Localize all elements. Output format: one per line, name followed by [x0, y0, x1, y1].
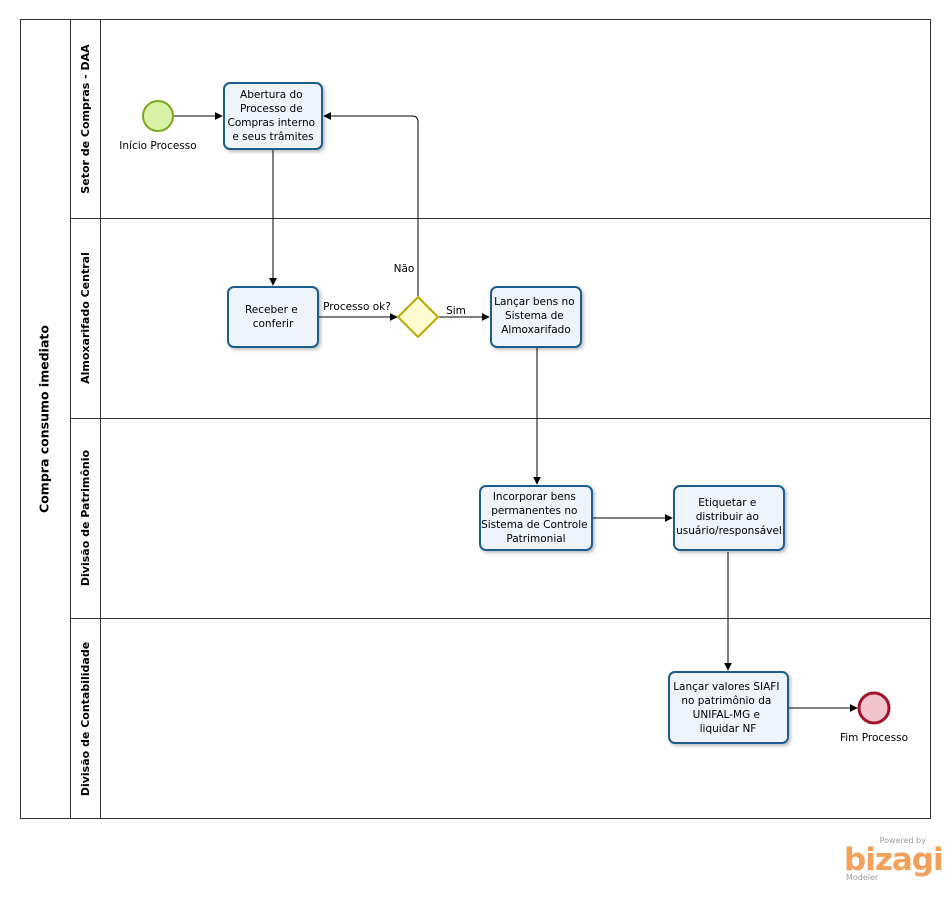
task-lancar-siafi-line: no patrimônio da [681, 695, 771, 707]
end-event[interactable]: Fim Processo [840, 691, 908, 744]
task-lancar-siafi[interactable]: Lançar valores SIAFI no patrimônio da UN… [668, 671, 789, 744]
brand-powered-text: Powered by [879, 836, 926, 845]
task-abertura-line: Compras interno [228, 117, 316, 129]
brand-logo-text: bizagi [844, 842, 944, 878]
svg-text:Lançar bens no Sistema d: Lançar bens no Sistema de Almoxarifado [494, 296, 578, 336]
lane-label-compras: Setor de Compras - DAA [79, 44, 92, 194]
task-incorporar-line: Sistema de Controle [481, 519, 588, 531]
pool-title: Compra consumo imediato [37, 325, 52, 513]
svg-text:Abertura do Processo de: Abertura do Processo de Compras interno … [228, 89, 319, 143]
gateway-yes-label: Sim [446, 305, 466, 317]
brand-sub-text: Modeler [846, 873, 879, 882]
svg-text:Lançar valores SIAFI no: Lançar valores SIAFI no patrimônio da UN… [673, 681, 783, 735]
task-etiquetar-line: usuário/responsável [676, 525, 782, 537]
task-lancar-siafi-line: UNIFAL-MG e [693, 709, 760, 721]
task-abertura-line: Abertura do [240, 89, 303, 101]
task-lancar-siafi-line: Lançar valores SIAFI [673, 681, 779, 693]
svg-text:Etiquetar e distribuir a: Etiquetar e distribuir ao usuário/respon… [676, 497, 782, 537]
task-abertura-line: e seus trâmites [232, 131, 313, 143]
start-event-label: Início Processo [119, 140, 196, 152]
task-receber-line: Receber e [245, 304, 298, 316]
gateway-question-label: Processo ok? [323, 301, 391, 313]
lane-label-patrimonio: Divisão de Patrimônio [79, 449, 92, 586]
lanes: Setor de Compras - DAA Almoxarifado Cent… [70, 44, 931, 796]
task-lancar-bens-line: Sistema de [505, 310, 564, 322]
task-abertura-line: Processo de [240, 103, 303, 115]
bizagi-logo: Powered by bizagi Modeler [838, 836, 944, 886]
flow-gateway-no-to-abertura [323, 112, 419, 296]
task-etiquetar-line: Etiquetar e [698, 497, 756, 509]
task-receber[interactable]: Receber e conferir [227, 286, 319, 348]
task-lancar-siafi-line: liquidar NF [700, 723, 757, 735]
svg-text:Receber e conferir: Receber e conferir [245, 304, 301, 330]
task-incorporar-line: Patrimonial [506, 533, 565, 545]
lane-label-contabilidade: Divisão de Contabilidade [79, 642, 92, 796]
exclusive-gateway[interactable] [396, 295, 440, 339]
svg-text:Incorporar bens permanen: Incorporar bens permanentes no Sistema d… [481, 491, 591, 545]
task-incorporar[interactable]: Incorporar bens permanentes no Sistema d… [479, 485, 593, 551]
task-incorporar-line: permanentes no [491, 505, 577, 517]
gateway-no-label: Não [394, 263, 415, 275]
sequence-flows [174, 112, 858, 712]
task-etiquetar[interactable]: Etiquetar e distribuir ao usuário/respon… [673, 485, 785, 551]
start-event[interactable]: Início Processo [119, 100, 197, 152]
task-lancar-bens[interactable]: Lançar bens no Sistema de Almoxarifado [490, 286, 582, 348]
task-abertura[interactable]: Abertura do Processo de Compras interno … [223, 82, 323, 150]
end-event-label: Fim Processo [840, 732, 908, 744]
task-etiquetar-line: distribuir ao [696, 511, 759, 523]
task-lancar-bens-line: Almoxarifado [501, 324, 571, 336]
lane-label-almoxarifado: Almoxarifado Central [79, 252, 92, 384]
task-incorporar-line: Incorporar bens [493, 491, 576, 503]
task-lancar-bens-line: Lançar bens no [494, 296, 574, 308]
task-receber-line: conferir [253, 318, 294, 330]
